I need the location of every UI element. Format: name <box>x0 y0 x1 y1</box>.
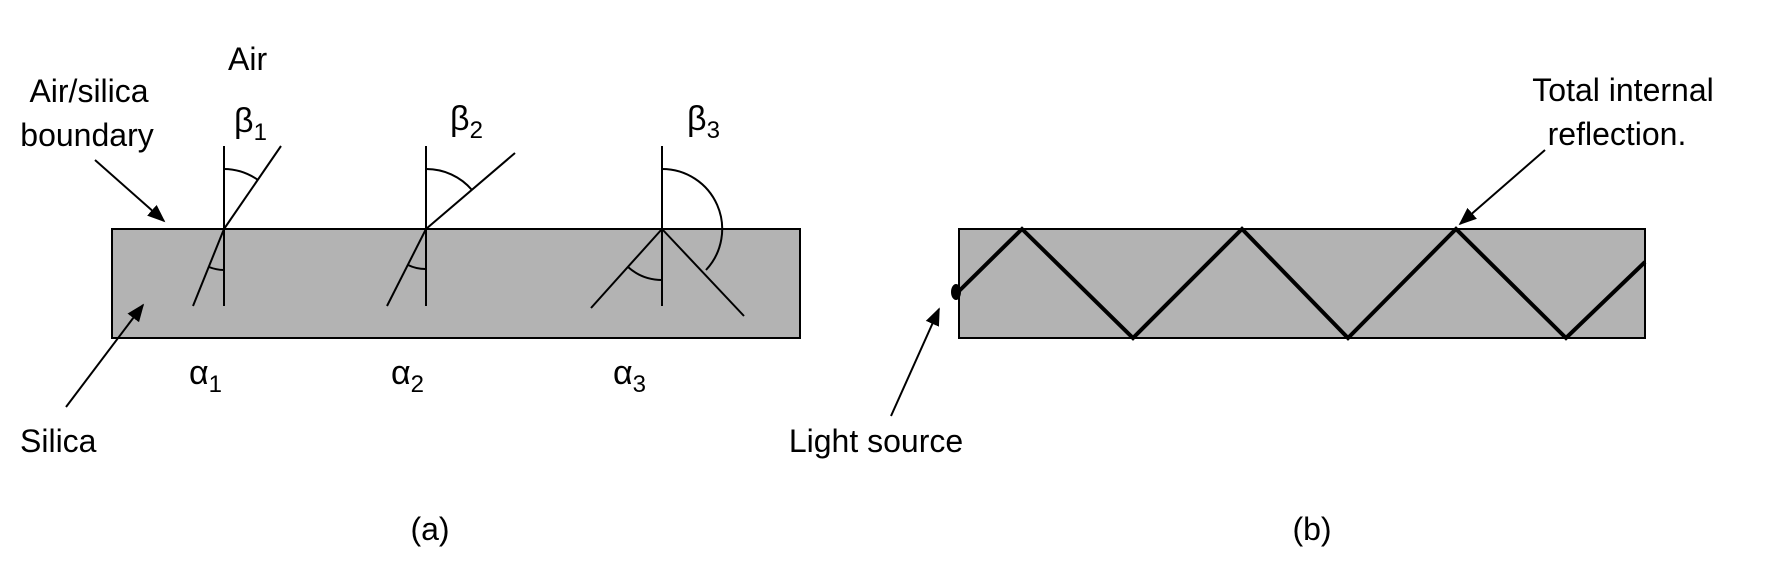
incident-ray-3 <box>590 228 663 309</box>
refracted-ray-1 <box>223 145 282 230</box>
ray-1 <box>192 145 282 307</box>
air-label: Air <box>228 41 267 77</box>
tir-label-line2: reflection. <box>1548 116 1687 152</box>
light-source-dot <box>951 284 961 300</box>
alpha-2-label: α2 <box>391 354 424 398</box>
alpha-3-angle-arc <box>627 266 663 281</box>
light-source-pointer-arrow <box>890 307 940 417</box>
beta-3-label: β3 <box>687 100 720 144</box>
silica-label: Silica <box>20 423 97 459</box>
panel-b: Light source Total internal reflection. … <box>789 72 1714 547</box>
ray-3 <box>590 146 745 317</box>
reflected-ray-3 <box>661 228 745 317</box>
boundary-label-line2: boundary <box>20 117 153 153</box>
beta-2-label: β2 <box>450 100 483 144</box>
beta-2-angle-arc <box>425 167 473 191</box>
alpha-1-label: α1 <box>189 354 222 398</box>
silica-slab-b <box>958 228 1646 339</box>
panel-a: Air Air/silica boundary Silica β1 β2 β3 … <box>20 41 801 547</box>
ray-2 <box>386 146 516 307</box>
tir-label-line1: Total internal <box>1532 72 1713 108</box>
beta-1-angle-arc <box>223 168 259 181</box>
light-source-label: Light source <box>789 423 963 459</box>
alpha-2-angle-arc <box>407 264 427 271</box>
silica-pointer-arrow <box>65 303 145 408</box>
silica-slab-a <box>111 228 801 339</box>
beta-1-label: β1 <box>234 102 267 146</box>
alpha-3-label: α3 <box>613 354 646 398</box>
alpha-1-angle-arc <box>208 266 225 271</box>
tir-pointer-arrow <box>1458 149 1546 226</box>
refracted-ray-2 <box>425 152 516 230</box>
incident-ray-2 <box>386 228 427 307</box>
boundary-pointer-arrow <box>94 159 166 223</box>
beta-3-angle-arc <box>661 167 724 271</box>
caption-a: (a) <box>410 511 449 547</box>
incident-ray-1 <box>192 228 225 307</box>
boundary-label-line1: Air/silica <box>29 73 148 109</box>
zigzag-light-path <box>952 226 1647 341</box>
caption-b: (b) <box>1292 511 1331 547</box>
